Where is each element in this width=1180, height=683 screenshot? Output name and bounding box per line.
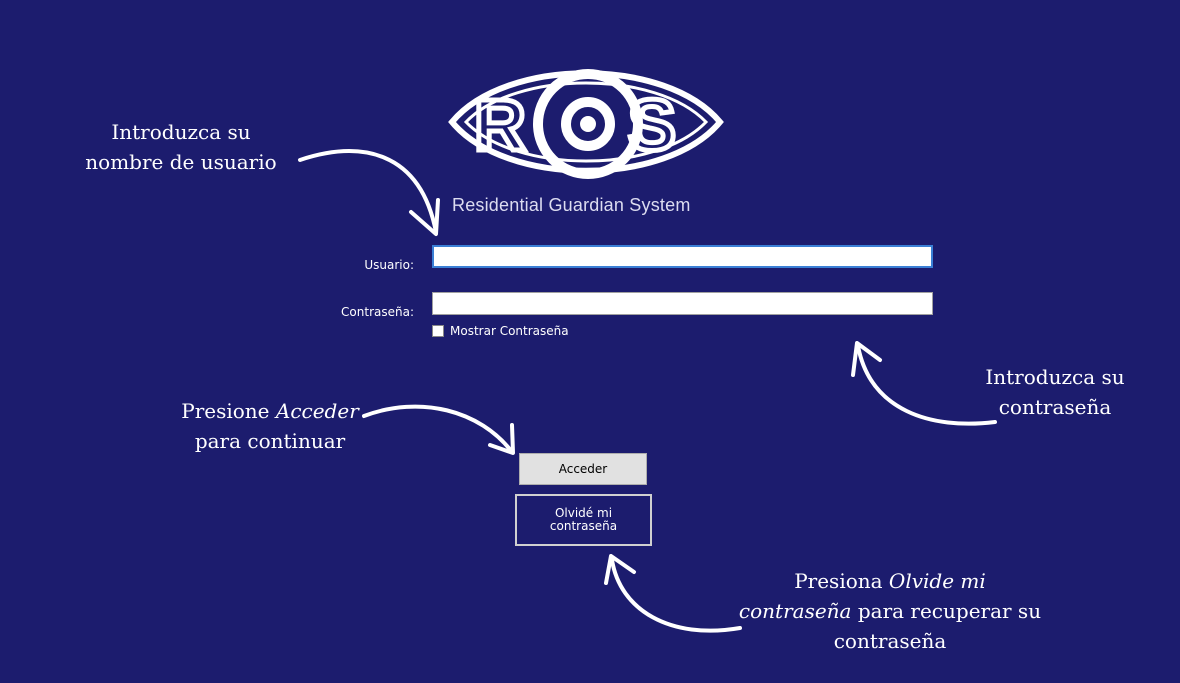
password-input[interactable] bbox=[432, 292, 933, 315]
rgs-logo: R S bbox=[448, 69, 724, 179]
forgot-hint: Presiona Olvide mi contraseña para recup… bbox=[720, 566, 1060, 656]
username-hint-line2: nombre de usuario bbox=[85, 150, 277, 174]
forgot-password-label-line1: Olvidé mi bbox=[554, 506, 613, 520]
password-label: Contraseña: bbox=[341, 305, 414, 319]
login-hint-line1: Presione Acceder bbox=[160, 396, 380, 426]
forgot-hint-suffix: para recuperar su bbox=[851, 599, 1042, 623]
forgot-password-button[interactable]: Olvidé mi contraseña bbox=[515, 494, 652, 546]
login-hint-prefix: Presione bbox=[181, 399, 276, 423]
checkbox-box[interactable] bbox=[432, 325, 444, 337]
login-button[interactable]: Acceder bbox=[519, 453, 647, 485]
forgot-arrow-head bbox=[604, 554, 636, 585]
forgot-hint-emph1: Olvide mi bbox=[888, 569, 986, 593]
username-arrow bbox=[298, 149, 438, 234]
svg-text:R: R bbox=[474, 86, 526, 166]
username-input[interactable] bbox=[432, 245, 933, 268]
forgot-hint-emph2: contraseña bbox=[738, 599, 852, 623]
username-hint: Introduzca su nombre de usuario bbox=[56, 117, 306, 177]
login-hint-emph: Acceder bbox=[275, 399, 359, 423]
login-hint: Presione Acceder para continuar bbox=[160, 396, 380, 456]
username-hint-line1: Introduzca su bbox=[111, 120, 251, 144]
password-arrow-head bbox=[851, 341, 882, 377]
app-subtitle: Residential Guardian System bbox=[452, 195, 691, 215]
show-password-label: Mostrar Contraseña bbox=[450, 324, 569, 338]
password-hint-line1: Introduzca su bbox=[985, 365, 1125, 389]
username-arrow-head bbox=[409, 198, 440, 236]
login-hint-line2: para continuar bbox=[194, 429, 346, 453]
forgot-hint-line2: contraseña para recuperar su bbox=[720, 596, 1060, 626]
forgot-password-label-line2: contraseña bbox=[549, 519, 618, 533]
show-password-checkbox[interactable]: Mostrar Contraseña bbox=[432, 324, 569, 338]
svg-text:S: S bbox=[628, 86, 676, 166]
password-hint: Introduzca su contraseña bbox=[960, 362, 1150, 422]
username-label: Usuario: bbox=[364, 258, 414, 272]
login-arrow-head bbox=[488, 423, 515, 455]
forgot-hint-line3: contraseña bbox=[833, 629, 947, 653]
login-arrow bbox=[362, 404, 514, 454]
password-hint-line2: contraseña bbox=[998, 395, 1112, 419]
forgot-hint-prefix: Presiona bbox=[794, 569, 889, 593]
forgot-hint-line1: Presiona Olvide mi bbox=[720, 566, 1060, 596]
